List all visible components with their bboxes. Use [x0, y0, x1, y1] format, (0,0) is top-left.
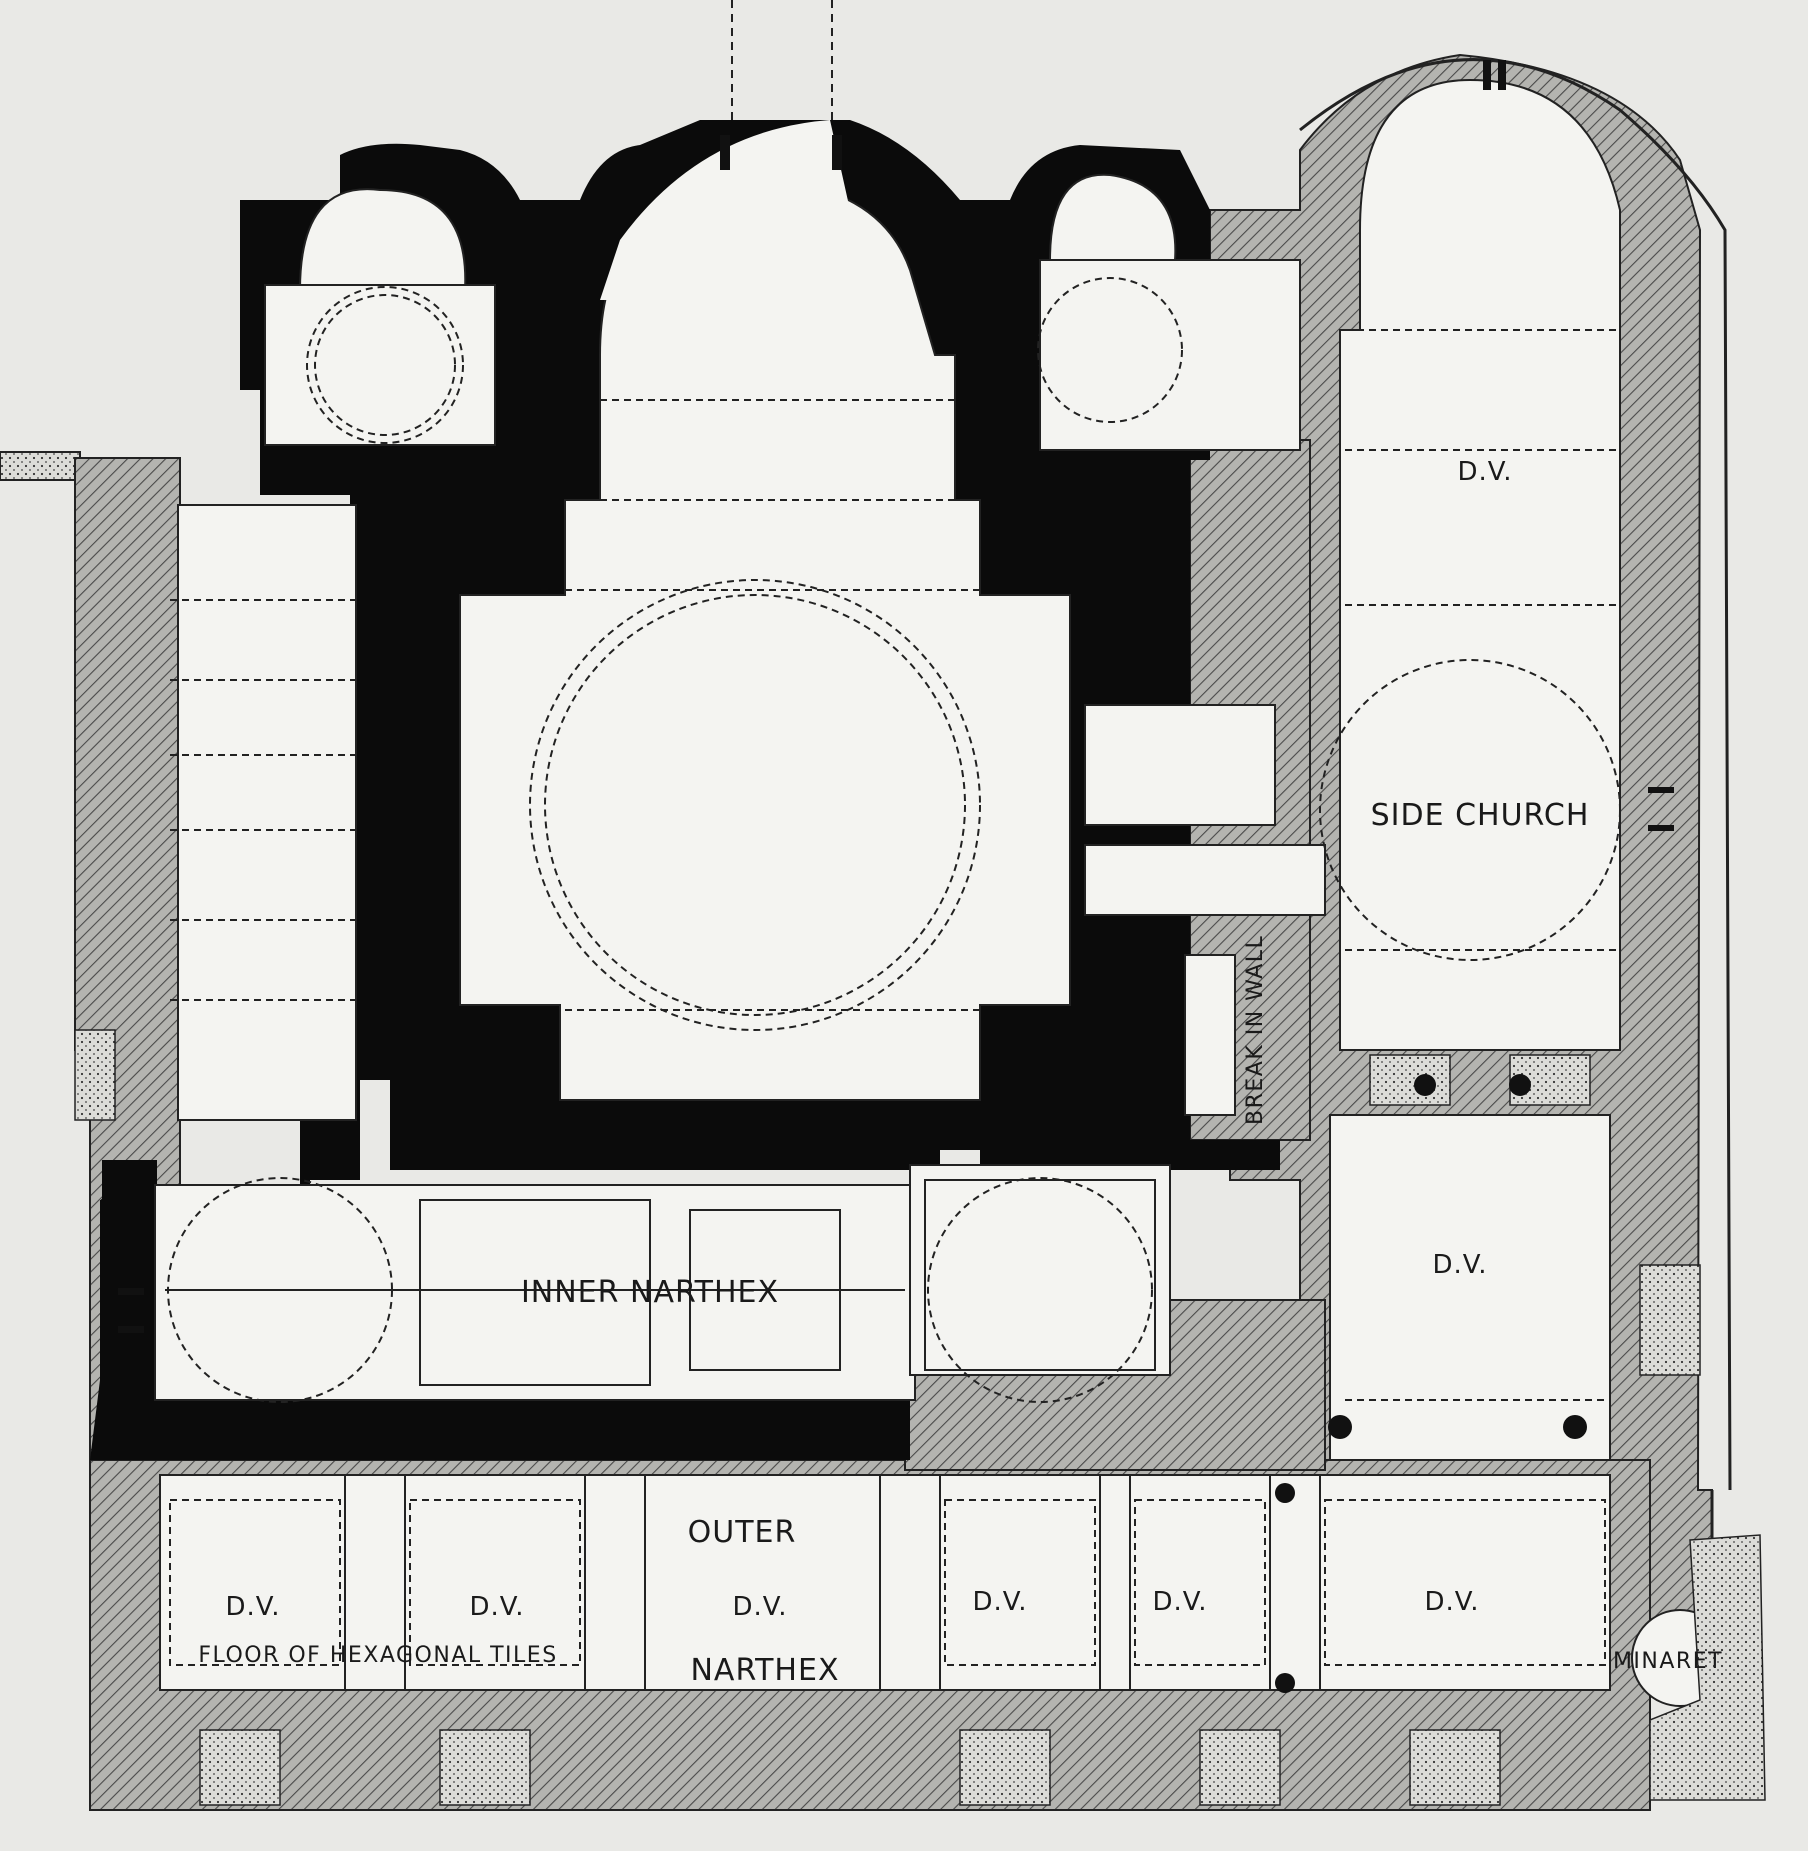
- label-narthex: NARTHEX: [690, 1653, 839, 1688]
- label-break-in-wall: BREAK IN WALL: [1243, 935, 1268, 1125]
- label-dv-bay-4: D.V.: [973, 1587, 1028, 1617]
- columns: [1275, 1074, 1587, 1693]
- label-dv-nave-top: D.V.: [1458, 457, 1513, 487]
- label-dv-bay-6: D.V.: [1425, 1587, 1480, 1617]
- plan-labels: D.V. SIDE CHURCH BREAK IN WALL INNER NAR…: [198, 457, 1723, 1688]
- left-wall-stub: [0, 451, 81, 481]
- narthex-lines: [165, 1179, 1156, 1386]
- label-outer: OUTER: [688, 1515, 797, 1550]
- label-dv-right-mid: D.V.: [1433, 1250, 1488, 1280]
- label-dv-bay-5: D.V.: [1153, 1587, 1208, 1617]
- vault-outlines: [167, 277, 1621, 1666]
- window-slots: [118, 60, 1674, 1333]
- side-church: [1339, 78, 1621, 1051]
- dotted-infill: [74, 1029, 1766, 1806]
- label-dv-bay-1: D.V.: [226, 1592, 281, 1622]
- label-dv-bay-2: D.V.: [470, 1592, 525, 1622]
- projection-lines: [731, 0, 833, 120]
- label-side-church: SIDE CHURCH: [1371, 798, 1590, 833]
- white-spaces: [154, 78, 1729, 1707]
- label-floor-tiles: FLOOR OF HEXAGONAL TILES: [198, 1643, 557, 1668]
- inner-narthex: [154, 1184, 916, 1401]
- label-dv-bay-3: D.V.: [733, 1592, 788, 1622]
- label-inner-narthex: INNER NARTHEX: [521, 1275, 779, 1310]
- label-minaret: MINARET: [1613, 1649, 1723, 1674]
